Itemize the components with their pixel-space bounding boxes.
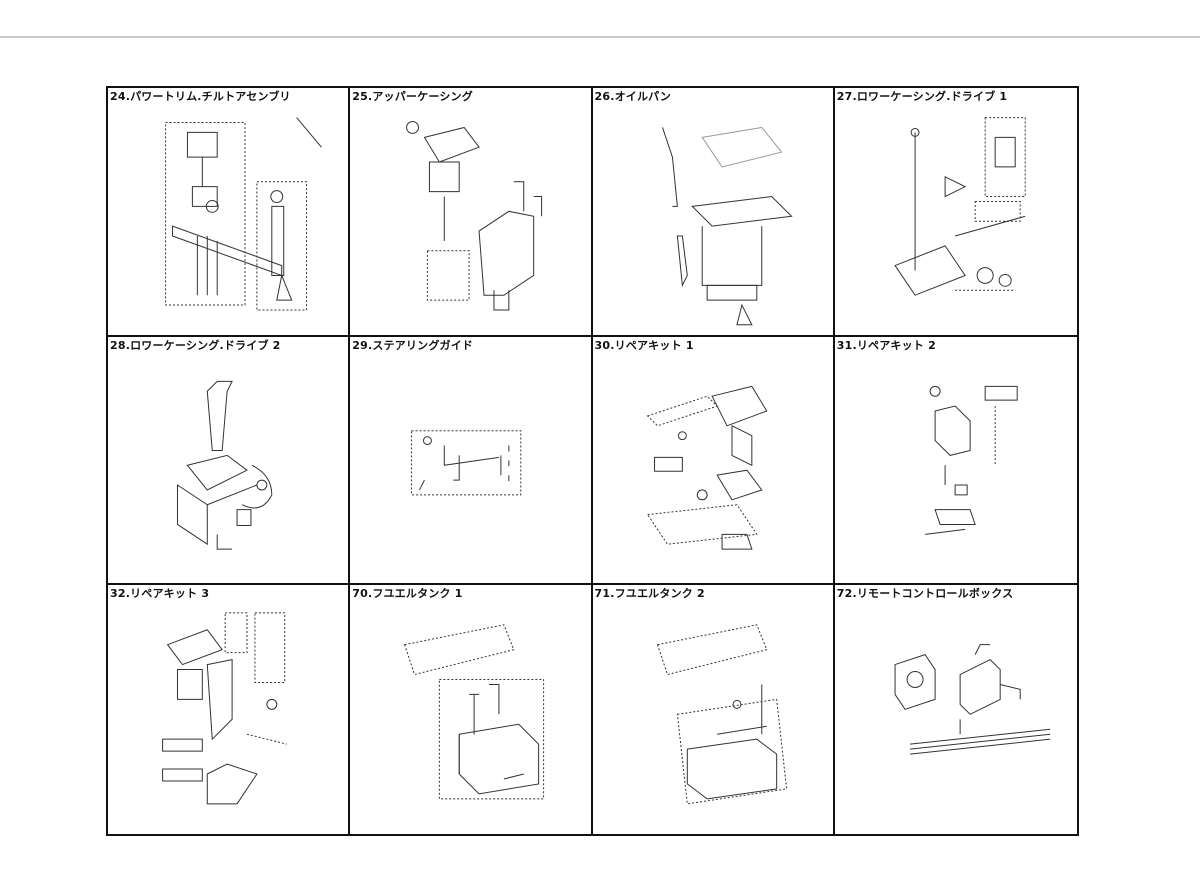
remote-control-box-diagram bbox=[835, 585, 1077, 834]
cell-title: 32.リペアキット 3 bbox=[110, 587, 210, 601]
lower-casing-drive-2-diagram bbox=[108, 337, 348, 584]
steering-guide-diagram bbox=[350, 337, 590, 584]
power-trim-tilt-assembly-diagram bbox=[108, 88, 348, 335]
cell-title: 31.リペアキット 2 bbox=[836, 338, 936, 352]
cell-title: 29.ステアリングガイド bbox=[352, 338, 474, 352]
catalog-cell-70[interactable]: 70.フユエルタンク 1 bbox=[350, 585, 593, 834]
fuel-tank-1-diagram bbox=[350, 585, 590, 834]
cell-title: 27.ロワーケーシング.ドライブ 1 bbox=[836, 90, 1008, 103]
oil-pan-diagram bbox=[593, 88, 833, 335]
parts-catalog-sheet: 24.パワートリム.チルトアセンブリ 25.アッパーケーシング bbox=[106, 86, 1079, 836]
catalog-cell-24[interactable]: 24.パワートリム.チルトアセンブリ bbox=[108, 88, 351, 337]
cell-title: 71.フユエルタンク 2 bbox=[594, 587, 705, 601]
catalog-cell-27[interactable]: 27.ロワーケーシング.ドライブ 1 bbox=[834, 88, 1077, 337]
repair-kit-2-diagram bbox=[835, 337, 1077, 584]
catalog-cell-32[interactable]: 32.リペアキット 3 bbox=[108, 585, 351, 834]
upper-casing-diagram bbox=[350, 88, 590, 335]
repair-kit-3-diagram bbox=[108, 585, 348, 834]
cell-title: 24.パワートリム.チルトアセンブリ bbox=[110, 90, 291, 103]
cell-title: 70.フユエルタンク 1 bbox=[352, 587, 463, 601]
catalog-cell-29[interactable]: 29.ステアリングガイド bbox=[350, 336, 593, 586]
catalog-cell-31[interactable]: 31.リペアキット 2 bbox=[834, 337, 1077, 586]
cell-title: 72.リモートコントロールボックス bbox=[836, 587, 1014, 601]
catalog-cell-71[interactable]: 71.フユエルタンク 2 bbox=[593, 585, 835, 834]
cell-title: 25.アッパーケーシング bbox=[352, 90, 473, 103]
fuel-tank-2-diagram bbox=[593, 585, 833, 834]
scan-top-edge bbox=[0, 36, 1200, 38]
repair-kit-1-diagram bbox=[593, 337, 833, 584]
catalog-cell-72[interactable]: 72.リモートコントロールボックス bbox=[835, 585, 1077, 834]
catalog-cell-26[interactable]: 26.オイルパン bbox=[592, 88, 835, 337]
cell-title: 26.オイルパン bbox=[594, 90, 672, 103]
catalog-cell-28[interactable]: 28.ロワーケーシング.ドライブ 2 bbox=[108, 336, 351, 586]
lower-casing-drive-1-diagram bbox=[835, 88, 1077, 335]
catalog-cell-30[interactable]: 30.リペアキット 1 bbox=[592, 336, 835, 586]
cell-title: 28.ロワーケーシング.ドライブ 2 bbox=[110, 338, 281, 352]
cell-title: 30.リペアキット 1 bbox=[594, 338, 694, 352]
catalog-cell-25[interactable]: 25.アッパーケーシング bbox=[350, 88, 593, 337]
